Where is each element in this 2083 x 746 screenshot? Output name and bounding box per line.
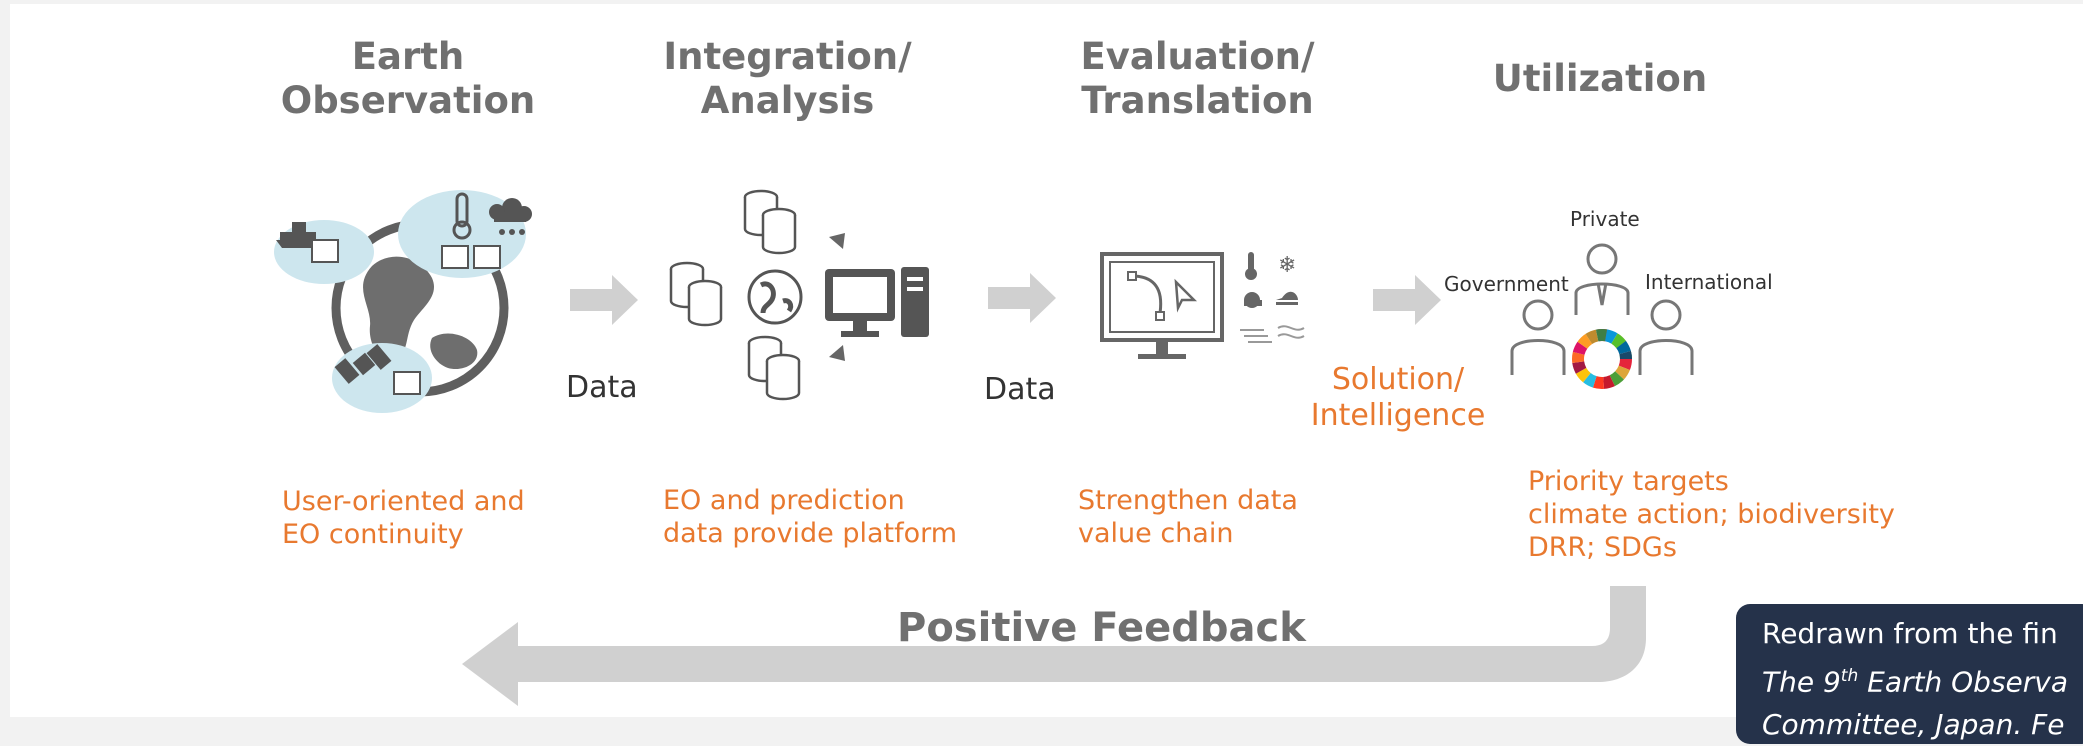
source-note-line-2: The 9th Earth Observa (1762, 665, 2069, 699)
database-icon (669, 189, 801, 401)
actor-private-label: Private (1570, 207, 1640, 231)
monitor-icon (825, 269, 895, 337)
positive-feedback-arrow (462, 586, 1646, 706)
stage-title-utilization: Utilization (1492, 57, 1708, 100)
evaluation-translation-icon: ❄ (1100, 252, 1305, 359)
rain-cloud-icon (489, 198, 532, 235)
stage-description-utilization: Priority targets climate action; biodive… (1528, 466, 1895, 563)
actor-government-label: Government (1444, 272, 1569, 296)
utilization-people-icon (1510, 243, 1694, 389)
satellite-icon (334, 344, 392, 384)
earth-observation-icon (274, 190, 532, 413)
positive-feedback-label: Positive Feedback (897, 605, 1306, 651)
data-arrow-1 (570, 275, 638, 325)
sdg-wheel-icon (1572, 329, 1632, 389)
data-label-2: Data (984, 372, 1056, 407)
svg-text:❄: ❄ (1278, 253, 1296, 278)
stage-description-evaluation-translation: Strengthen data value chain (1078, 485, 1298, 549)
source-note-line-3: Committee, Japan. Fe (1762, 708, 2065, 742)
computer-tower-icon (901, 267, 929, 337)
ship-icon (276, 222, 320, 248)
stage-description-integration-analysis: EO and prediction data provide platform (663, 485, 958, 549)
data-label-1: Data (566, 370, 638, 405)
stage-title-earth-observation: Earth Observation (280, 35, 536, 122)
stage-description-earth-observation: User-oriented and EO continuity (282, 486, 525, 550)
stage-title-integration-analysis: Integration/ Analysis (663, 35, 912, 122)
source-note: Redrawn from the fin The 9th Earth Obser… (1736, 604, 2083, 744)
globe-small-icon (747, 269, 803, 325)
integration-analysis-icon (669, 189, 929, 401)
source-note-line-1: Redrawn from the fin (1762, 617, 2058, 650)
weather-icon: ❄ (1240, 252, 1305, 343)
stage-title-evaluation-translation: Evaluation/ Translation (1080, 35, 1315, 122)
data-arrow-2 (988, 273, 1056, 323)
solution-arrow (1373, 275, 1441, 325)
thermometer-icon (452, 192, 472, 240)
actor-international-label: International (1645, 270, 1773, 294)
solution-intelligence-label: Solution/ Intelligence (1310, 362, 1486, 433)
